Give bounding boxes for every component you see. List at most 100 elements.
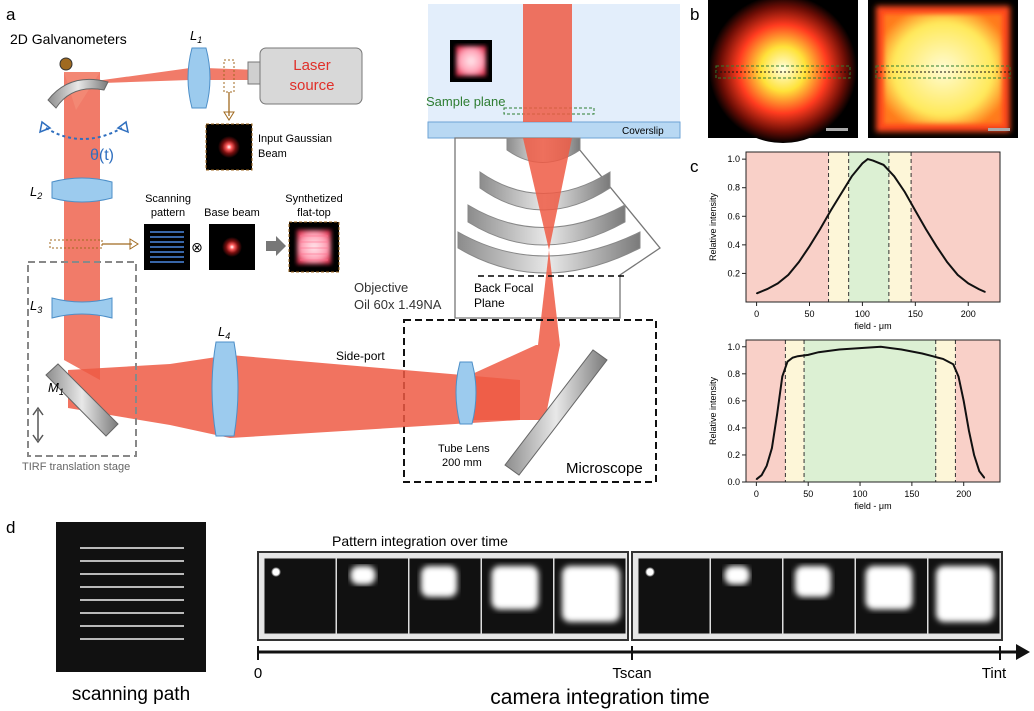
data-point bbox=[786, 361, 789, 363]
data-point bbox=[957, 274, 959, 276]
data-point bbox=[807, 354, 809, 356]
sample-plane-flat-top bbox=[456, 46, 486, 76]
beam-l1-laser bbox=[205, 68, 260, 80]
arc-arrow-left-icon bbox=[38, 120, 52, 134]
data-point bbox=[946, 261, 948, 263]
input-gaussian-spot bbox=[218, 136, 240, 158]
data-point bbox=[952, 363, 954, 365]
frame-fill bbox=[350, 566, 376, 585]
x-axis-label: field - μm bbox=[854, 321, 891, 331]
y-axis-label: Relative intensity bbox=[708, 192, 718, 261]
galvo-pivot-icon bbox=[59, 57, 73, 71]
lens-l3 bbox=[51, 297, 113, 319]
region-yellow-1 bbox=[935, 340, 956, 482]
synth-label-2: flat-top bbox=[297, 207, 331, 219]
tirf-label: TIRF translation stage bbox=[22, 461, 130, 473]
data-point bbox=[937, 356, 939, 359]
data-point bbox=[893, 175, 895, 177]
data-point bbox=[851, 175, 853, 177]
lens-l1 bbox=[187, 47, 211, 109]
data-point bbox=[777, 282, 779, 285]
data-point bbox=[766, 288, 768, 290]
beam-to-bfp bbox=[538, 250, 560, 345]
sample-plane-label: Sample plane bbox=[426, 94, 506, 109]
bfp-label-2: Plane bbox=[474, 296, 505, 310]
data-point bbox=[808, 245, 811, 247]
synth-label-1: Synthetized bbox=[285, 193, 342, 205]
data-point bbox=[900, 348, 903, 351]
x-tick-label: 50 bbox=[803, 489, 813, 499]
y-tick-label: 0.6 bbox=[727, 211, 740, 221]
panel-label-a: a bbox=[6, 5, 16, 24]
otimes-symbol: ⊗ bbox=[191, 239, 203, 255]
data-point bbox=[973, 454, 975, 456]
frame-fill bbox=[865, 566, 913, 610]
data-point bbox=[798, 261, 800, 263]
lens-l2-label: L2 bbox=[30, 184, 42, 201]
data-point bbox=[787, 274, 789, 276]
x-tick-label: 200 bbox=[956, 489, 971, 499]
data-point bbox=[983, 477, 986, 479]
region-green-0 bbox=[848, 152, 889, 302]
frame-fill bbox=[795, 566, 831, 597]
frame-fill bbox=[724, 566, 750, 585]
y-tick-label: 0.4 bbox=[727, 240, 740, 250]
horizontal-beam bbox=[68, 340, 520, 438]
beam-above-coverslip bbox=[523, 4, 572, 122]
plot-frame bbox=[745, 151, 1001, 303]
data-point bbox=[766, 465, 768, 467]
data-point bbox=[867, 158, 869, 160]
data-point bbox=[760, 474, 763, 476]
data-point bbox=[840, 192, 842, 195]
base-beam-spot bbox=[222, 237, 242, 257]
microscope-label: Microscope bbox=[566, 460, 643, 477]
laser-body bbox=[259, 47, 363, 105]
data-point bbox=[830, 209, 832, 212]
frame-spot bbox=[645, 567, 655, 577]
tirf-stage-box bbox=[27, 261, 137, 457]
data-point bbox=[755, 478, 757, 480]
region-red-0 bbox=[746, 340, 786, 482]
region-green-0 bbox=[804, 340, 936, 482]
data-point bbox=[819, 228, 821, 230]
data-point bbox=[921, 352, 923, 355]
lens-l4-label: L4 bbox=[218, 324, 230, 341]
synth-arrow-icon bbox=[266, 236, 286, 256]
scanning-path-image bbox=[56, 522, 206, 672]
region-red-1 bbox=[955, 340, 1000, 482]
data-point bbox=[967, 282, 969, 285]
laser-label-2: source bbox=[289, 77, 334, 94]
galvo-label: 2D Galvanometers bbox=[10, 31, 127, 47]
y-tick-label: 0.8 bbox=[727, 369, 740, 379]
galvo-rotation-arc bbox=[45, 127, 123, 140]
x-tick-label: 0 bbox=[754, 309, 759, 319]
y-axis-label: Relative intensity bbox=[708, 376, 718, 445]
series-line bbox=[756, 157, 986, 295]
y-tick-label: 0.0 bbox=[727, 477, 740, 487]
frame-fill bbox=[562, 566, 620, 622]
objective-lens-3 bbox=[467, 204, 626, 246]
theta-label: θ(t) bbox=[90, 147, 114, 164]
data-point bbox=[872, 159, 874, 162]
microscope-mirror bbox=[504, 349, 608, 476]
lens-l1-label: L1 bbox=[190, 28, 202, 45]
data-point bbox=[932, 355, 934, 357]
objective-lens-2 bbox=[479, 171, 611, 211]
data-point bbox=[861, 162, 864, 165]
scanning-path-label: scanning path bbox=[72, 684, 190, 705]
data-point bbox=[859, 347, 861, 349]
y-tick-label: 1.0 bbox=[727, 154, 740, 164]
data-point bbox=[935, 245, 938, 247]
x-tick-label: 0 bbox=[754, 489, 759, 499]
vertical-beam bbox=[64, 72, 100, 380]
lens-l4 bbox=[211, 341, 239, 437]
flat-top-spot bbox=[884, 14, 1002, 124]
synth-lines bbox=[300, 235, 328, 261]
bfp-label-1: Back Focal bbox=[474, 281, 533, 295]
label-tint: Tint bbox=[982, 665, 1007, 682]
x-tick-label: 150 bbox=[908, 309, 923, 319]
data-point bbox=[925, 228, 927, 230]
input-arrow-head-icon bbox=[223, 111, 235, 121]
